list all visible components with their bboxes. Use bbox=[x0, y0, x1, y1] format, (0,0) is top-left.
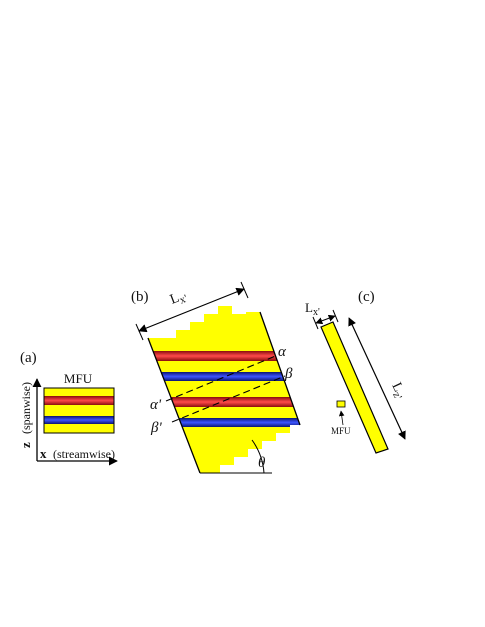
mfu-box bbox=[43, 387, 115, 434]
strip-width-label: Lx' bbox=[305, 300, 320, 318]
mfu-red-streak bbox=[44, 396, 114, 405]
strip-width-arrow bbox=[315, 314, 336, 325]
strip-length-arrow bbox=[348, 317, 406, 440]
mfu-title: MFU bbox=[64, 371, 93, 386]
length-x-tick-right bbox=[240, 281, 249, 299]
length-x-label: Lx' bbox=[168, 288, 189, 310]
domain-left-edge bbox=[147, 337, 201, 474]
panel-b: (b) Lx' α β α' β' θ bbox=[131, 281, 301, 474]
panel-c-label: (c) bbox=[358, 289, 375, 305]
streak-alpha-red bbox=[148, 351, 300, 361]
panel-c: (c) Lx' Lz' MFU bbox=[305, 289, 409, 454]
z-axis-description: (spanwise) bbox=[19, 382, 33, 434]
panel-b-label: (b) bbox=[131, 289, 149, 305]
strip-length-label: Lz' bbox=[387, 380, 409, 401]
x-axis-symbol: x bbox=[40, 446, 47, 461]
streak-alpha-prime-red bbox=[148, 397, 300, 407]
strip-width-tick-right bbox=[332, 309, 339, 323]
theta-arc bbox=[251, 439, 265, 474]
theta-label: θ bbox=[258, 455, 266, 471]
beta-label: β bbox=[284, 366, 293, 382]
panel-a-label: (a) bbox=[20, 350, 37, 366]
alpha-label: α bbox=[278, 344, 287, 360]
domain-right-edge bbox=[259, 311, 301, 426]
alpha-prime-label: α' bbox=[150, 397, 162, 413]
z-axis-symbol: z bbox=[18, 442, 33, 448]
length-x-dimension-arrow bbox=[138, 287, 245, 333]
length-x-tick-left bbox=[135, 323, 144, 341]
mfu-pointer-arrow bbox=[338, 410, 345, 426]
tilted-domain bbox=[148, 306, 300, 473]
streak-group bbox=[148, 351, 300, 427]
mfu-blue-streak bbox=[44, 416, 114, 424]
panel-a: (a) MFU z (spanwise) x (streamwise) bbox=[18, 350, 118, 466]
streak-beta-blue bbox=[148, 372, 300, 381]
dashed-line-alpha bbox=[165, 354, 279, 402]
beta-prime-label: β' bbox=[150, 420, 162, 436]
strip-width-tick-left bbox=[312, 316, 319, 330]
streak-beta-prime-blue bbox=[148, 418, 300, 427]
mfu-scale-square bbox=[336, 400, 346, 408]
mfu-scale-label: MFU bbox=[331, 426, 351, 436]
dashed-line-beta bbox=[171, 375, 286, 423]
x-axis-description: (streamwise) bbox=[53, 447, 115, 461]
mfu-box-outline bbox=[43, 387, 115, 434]
